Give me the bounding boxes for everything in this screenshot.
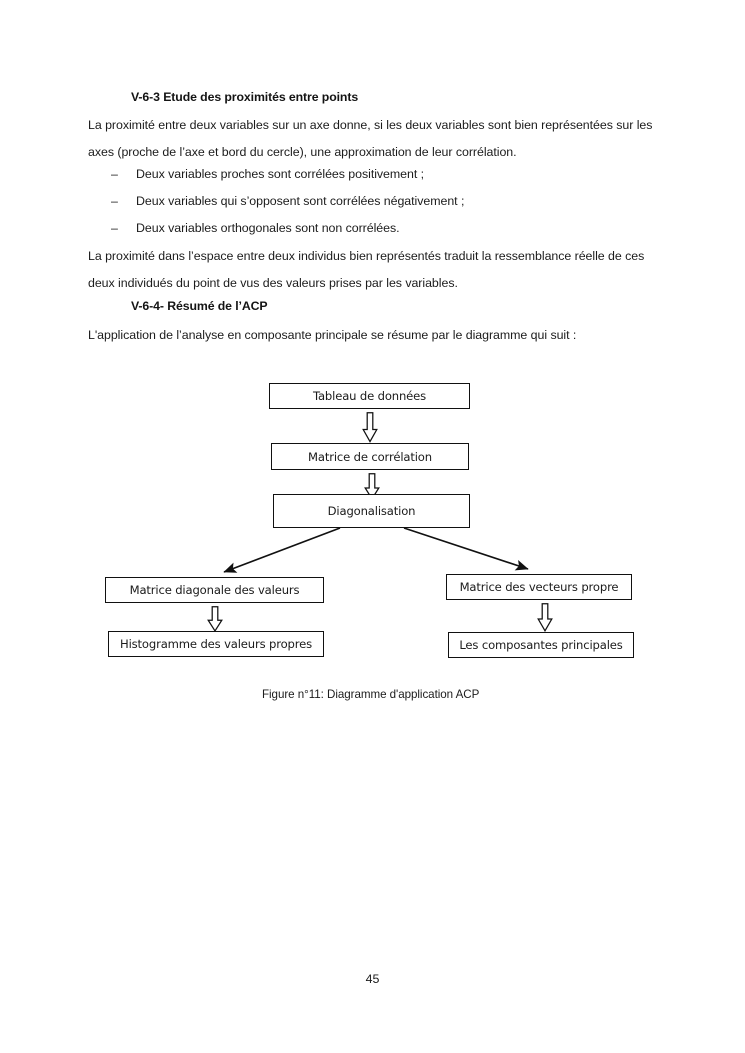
section-paragraph-v64: L'application de l’analyse en composante… bbox=[88, 328, 577, 342]
diagonal-arrow-right bbox=[403, 527, 529, 571]
list-item-label: Deux variables proches sont corrélées po… bbox=[136, 167, 425, 181]
list-item-label: Deux variables qui s’opposent sont corré… bbox=[136, 194, 465, 208]
node-principal-components[interactable]: Les composantes principales bbox=[448, 632, 634, 658]
bullet-dash-icon: – bbox=[111, 167, 118, 181]
section-heading-v64: V-6-4- Résumé de l’ACP bbox=[131, 299, 268, 313]
hollow-down-arrow-icon bbox=[364, 473, 380, 507]
list-item: – Deux variables proches sont corrélées p… bbox=[111, 167, 424, 181]
node-eigenvector-matrix[interactable]: Matrice des vecteurs propre bbox=[446, 574, 632, 600]
node-eigenvalue-histogram[interactable]: Histogramme des valeurs propres bbox=[108, 631, 324, 657]
hollow-down-arrow-icon bbox=[362, 412, 378, 446]
node-diagonalisation[interactable]: Diagonalisation bbox=[273, 494, 470, 528]
section-paragraph-v63-b: La proximité dans l’espace entre deux in… bbox=[88, 249, 645, 290]
hollow-down-arrow-icon bbox=[537, 603, 553, 637]
figure-caption: Figure n°11: Diagramme d'application ACP bbox=[262, 688, 480, 701]
list-item: – Deux variables qui s’opposent sont corr… bbox=[111, 194, 464, 208]
bullet-dash-icon: – bbox=[111, 194, 118, 208]
page-number: 45 bbox=[365, 972, 380, 986]
list-item-label: Deux variables orthogonales sont non cor… bbox=[136, 221, 400, 235]
hollow-down-arrow-icon bbox=[207, 606, 223, 640]
node-data-table[interactable]: Tableau de données bbox=[269, 383, 470, 409]
section-paragraph-v63: La proximité entre deux variables sur un… bbox=[88, 118, 653, 159]
list-item: – Deux variables orthogonales sont non co… bbox=[111, 221, 400, 235]
node-correlation-matrix[interactable]: Matrice de corrélation bbox=[271, 443, 469, 470]
section-heading-v63: V-6-3 Etude des proximités entre points bbox=[131, 90, 359, 104]
diagonal-arrow-left bbox=[223, 527, 341, 573]
bullet-dash-icon: – bbox=[111, 221, 118, 235]
node-diagonal-matrix[interactable]: Matrice diagonale des valeurs bbox=[105, 577, 324, 603]
